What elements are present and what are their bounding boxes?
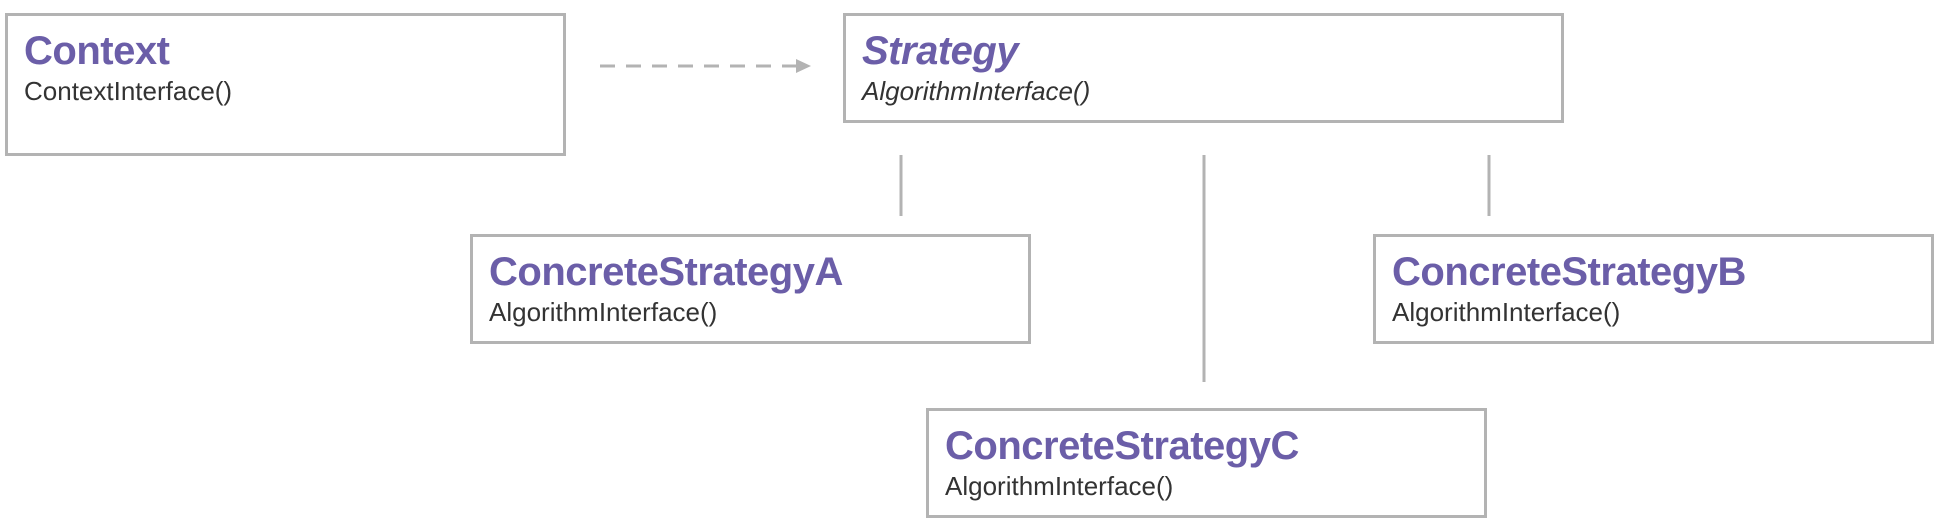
- strategy-class-box: Strategy AlgorithmInterface(): [843, 13, 1564, 123]
- dependency-arrow-icon: [600, 59, 811, 73]
- concrete-strategy-a-box: ConcreteStrategyA AlgorithmInterface(): [470, 234, 1031, 344]
- dependency-arrowhead: [796, 59, 811, 73]
- concrete-strategy-a-method: AlgorithmInterface(): [489, 297, 718, 327]
- concrete-strategy-b-name: ConcreteStrategyB: [1392, 250, 1746, 294]
- concrete-strategy-c-method: AlgorithmInterface(): [945, 471, 1174, 501]
- concrete-strategy-a-name: ConcreteStrategyA: [489, 250, 843, 294]
- strategy-method: AlgorithmInterface(): [862, 76, 1091, 106]
- concrete-strategy-b-method: AlgorithmInterface(): [1392, 297, 1621, 327]
- context-class-box: Context ContextInterface(): [5, 13, 566, 156]
- concrete-strategy-c-name: ConcreteStrategyC: [945, 424, 1299, 468]
- concrete-strategy-c-box: ConcreteStrategyC AlgorithmInterface(): [926, 408, 1487, 518]
- strategy-class-name: Strategy: [862, 29, 1019, 73]
- concrete-strategy-b-box: ConcreteStrategyB AlgorithmInterface(): [1373, 234, 1934, 344]
- context-method: ContextInterface(): [24, 76, 233, 106]
- context-class-name: Context: [24, 29, 170, 73]
